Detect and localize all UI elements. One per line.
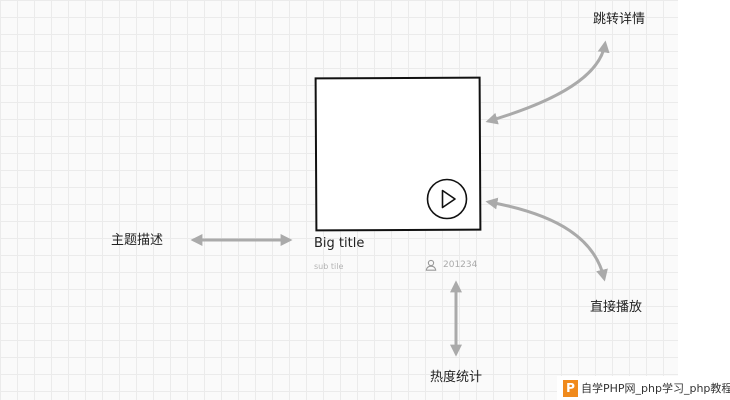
- arrow-play: [485, 197, 608, 282]
- arrow-detail: [485, 40, 610, 125]
- annotation-heat: 热度统计: [430, 370, 483, 385]
- heat-stat: 201234: [425, 258, 477, 272]
- watermark-text: 自学PHP网_php学习_php教程: [581, 382, 730, 395]
- heat-count: 201234: [443, 260, 478, 270]
- card-title[interactable]: Big title: [314, 236, 365, 251]
- play-circle-icon[interactable]: [426, 178, 468, 220]
- annotation-description: 主题描述: [111, 233, 164, 248]
- annotation-play: 直接播放: [590, 300, 643, 315]
- annotation-detail: 跳转详情: [593, 12, 646, 27]
- watermark-logo: P: [563, 379, 578, 397]
- user-icon: [425, 259, 437, 271]
- canvas-edge: [678, 0, 730, 400]
- site-watermark: P 自学PHP网_php学习_php教程: [557, 376, 730, 400]
- card-subtitle: sub tile: [314, 262, 344, 271]
